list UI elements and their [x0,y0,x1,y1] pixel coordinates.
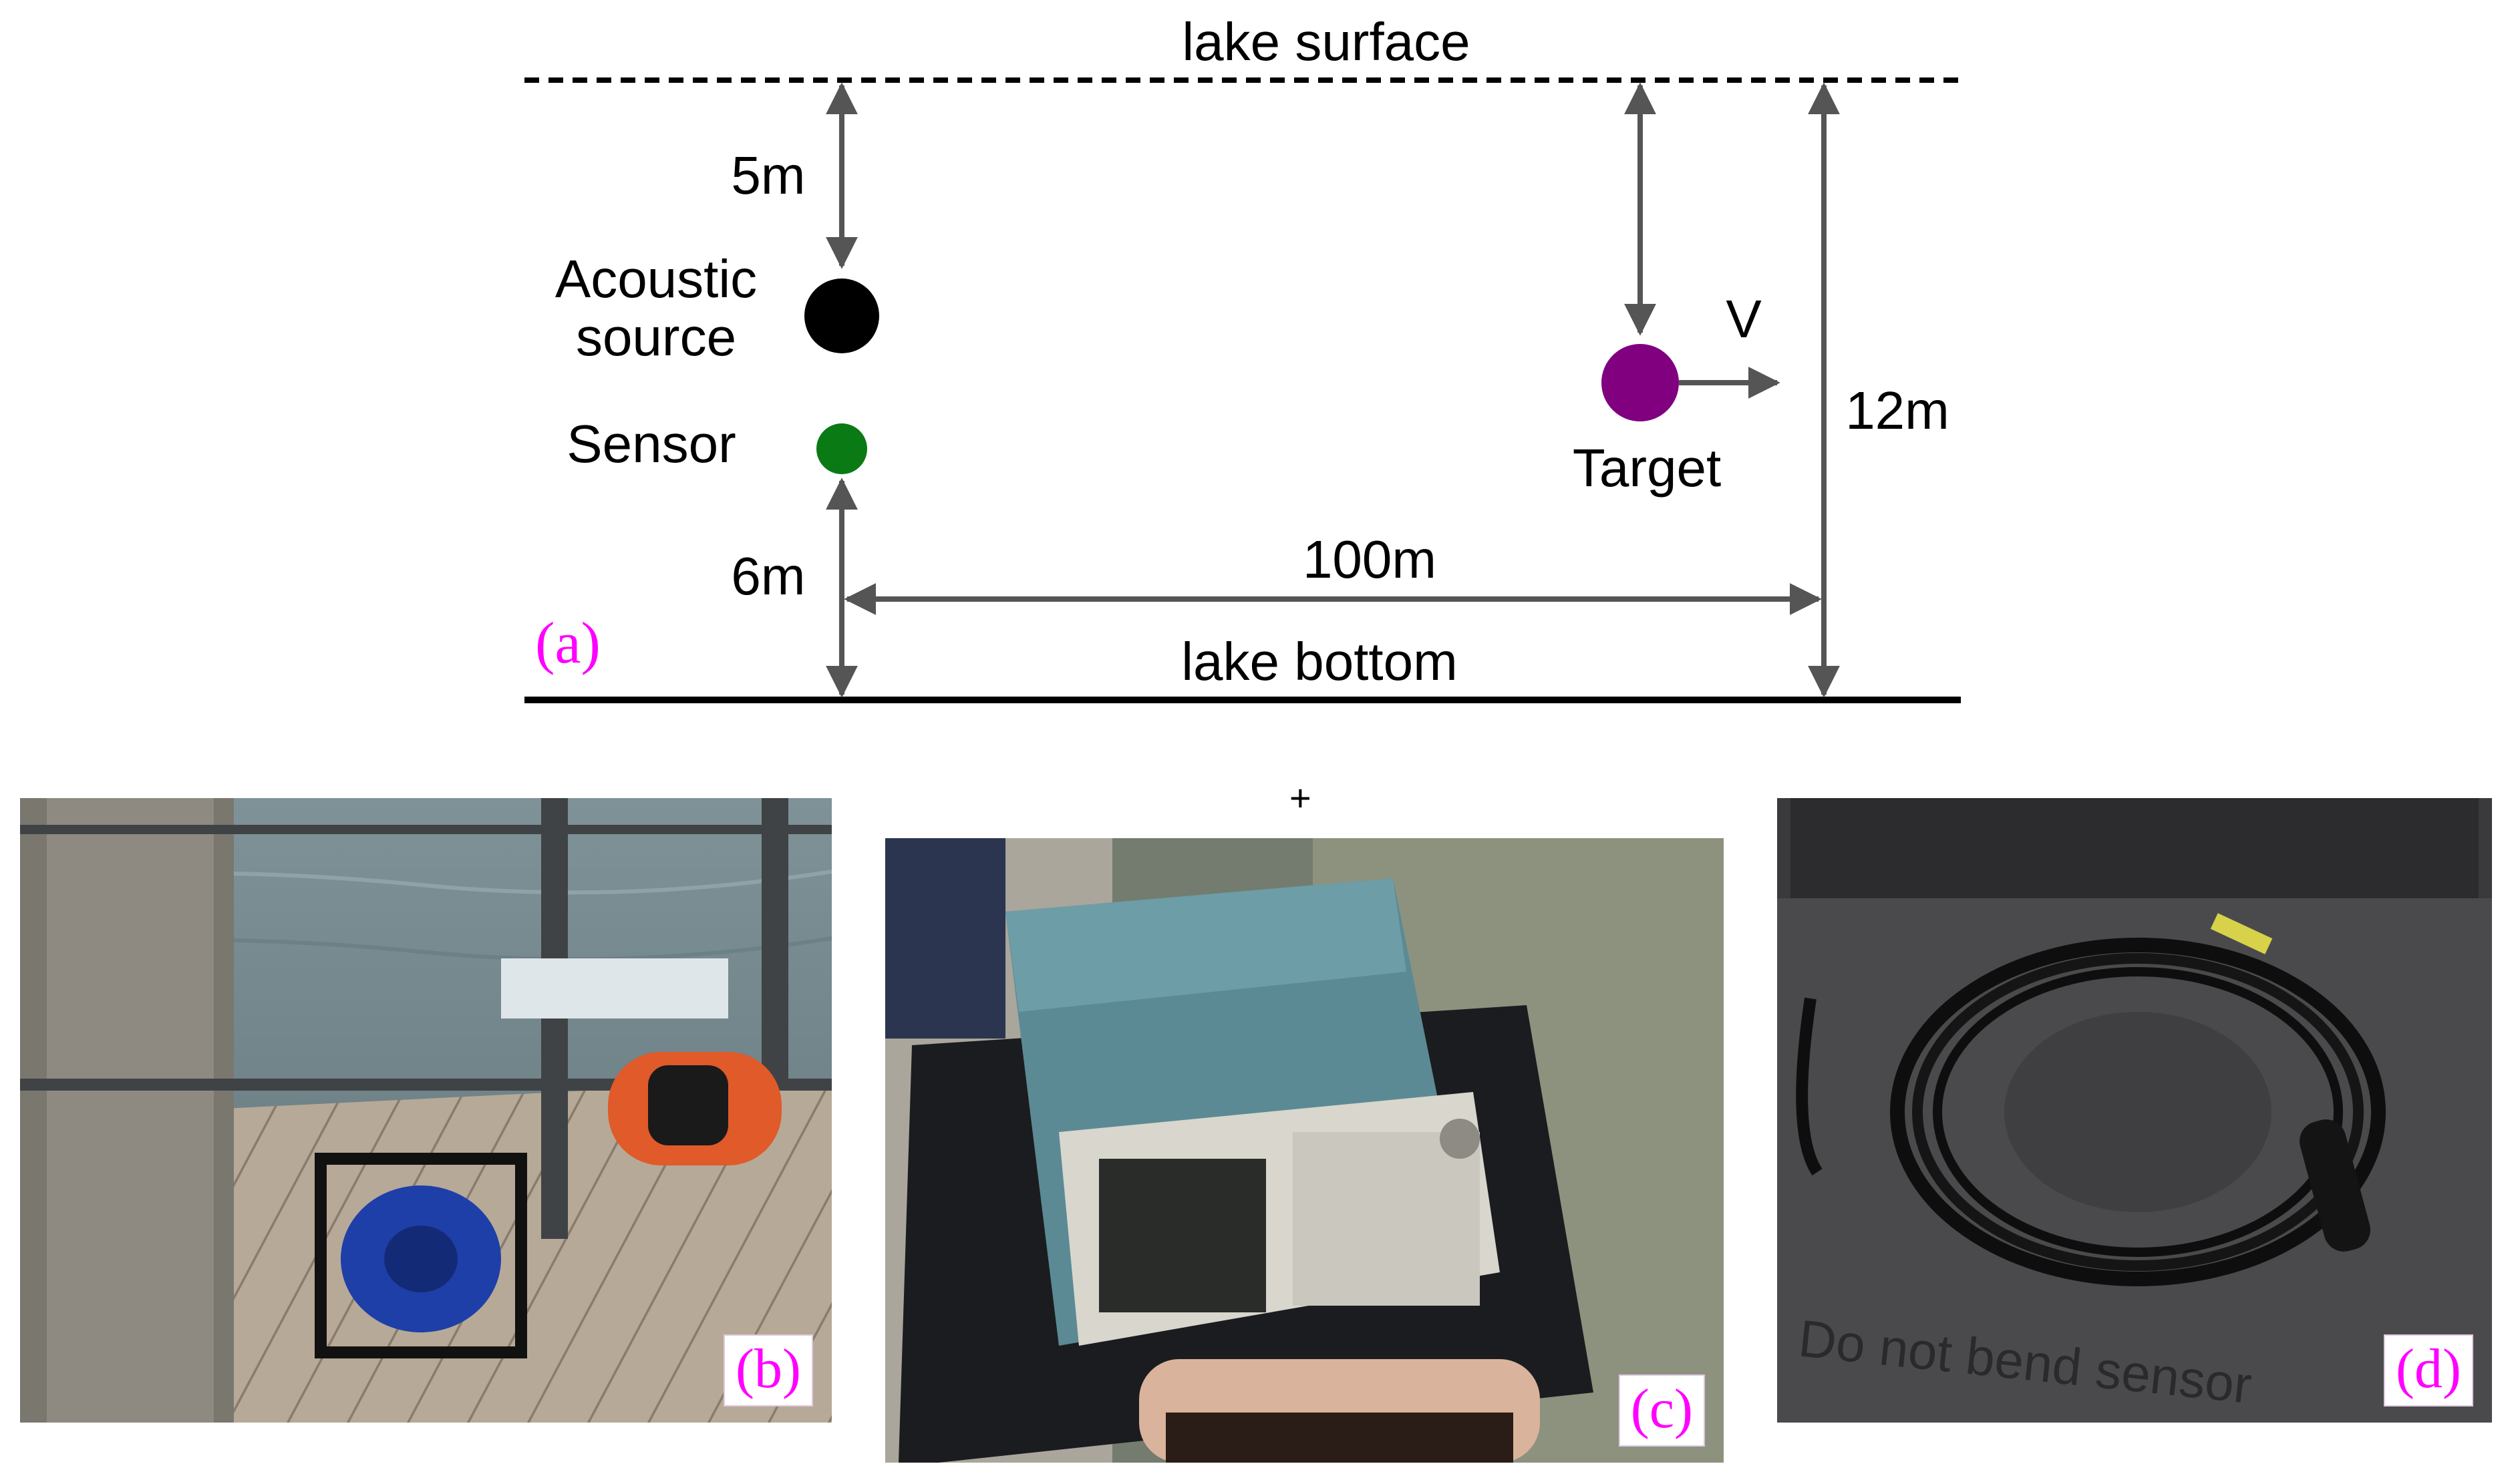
sensor-label: Sensor [567,414,736,474]
photo-c-oscilloscope: (c) [885,838,1724,1463]
total-depth-label: 12m [1845,381,1949,440]
panel-label-c: (c) [1618,1374,1705,1447]
lake-surface-label: lake surface [1182,12,1470,71]
panel-label-d: (d) [2384,1334,2473,1407]
distance-label: 100m [1303,530,1436,589]
experiment-schematic: lake surface lake bottom 5m Acoustic sou… [524,12,1961,703]
photo-d-sensor-case: Do not bend sensor (d) [1777,798,2492,1423]
target-marker [1601,344,1679,421]
lake-bottom-label: lake bottom [1181,632,1458,691]
sensor-marker [816,423,867,474]
panel-label-b: (b) [724,1334,813,1407]
height-sensor-label: 6m [731,546,805,606]
target-label: Target [1573,438,1721,498]
panel-label-a: (a) [535,611,601,676]
plus-mark: + [1289,777,1311,819]
velocity-label: V [1726,289,1762,349]
depth-source-label: 5m [731,146,805,205]
acoustic-source-marker [804,279,879,353]
photo-b-dock-equipment: (b) [20,798,832,1423]
acoustic-source-label-line2: source [576,307,736,367]
acoustic-source-label-line1: Acoustic [555,249,757,309]
